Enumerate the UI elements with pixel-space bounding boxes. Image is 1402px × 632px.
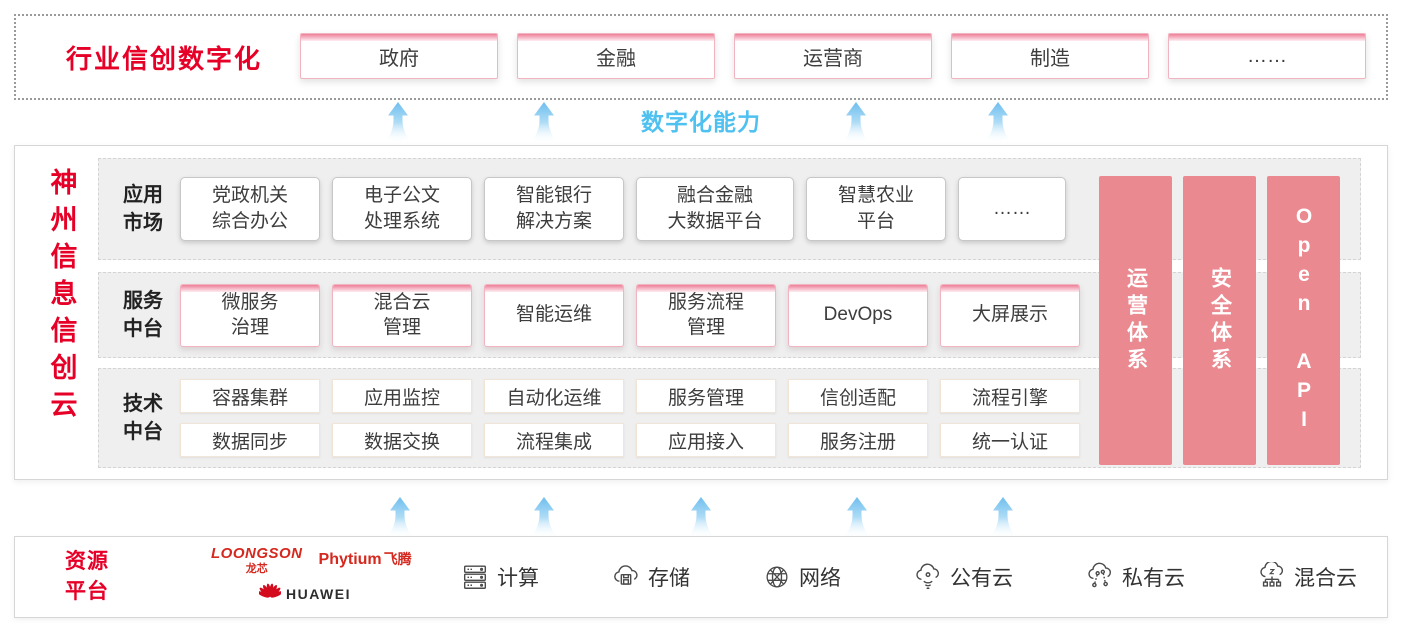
row-label-app-market: 应用 市场 — [123, 184, 163, 234]
industry-band-title: 行业信创数字化 — [66, 43, 263, 74]
resource-label: 存储 — [648, 567, 690, 590]
service-box: DevOps — [788, 284, 928, 347]
service-boxes: 微服务 治理 混合云 管理 智能运维 服务流程 管理 DevOps 大屏展示 — [180, 284, 1080, 347]
loongson-logo: LOONGSON 龙芯 — [211, 545, 303, 576]
up-arrow-icon — [986, 496, 1020, 538]
platform-box: 神州信息信创云 应用 市场 党政机关 综合办公 电子公文 处理系统 智能银行 解… — [14, 145, 1388, 480]
industry-label: …… — [1247, 44, 1287, 67]
resource-label: 公有云 — [950, 567, 1013, 590]
tech-box: 服务管理 — [636, 379, 776, 413]
row-label-service: 服务 中台 — [123, 290, 163, 340]
industry-box-finance: 金融 — [517, 33, 715, 79]
huawei-logo: HUAWEI — [257, 580, 451, 607]
up-arrow-icon — [527, 496, 561, 538]
tech-boxes: 容器集群 应用监控 自动化运维 服务管理 信创适配 流程引擎 数据同步 数据交换… — [180, 379, 1080, 457]
tech-box: 应用接入 — [636, 423, 776, 457]
resource-label: 网络 — [799, 567, 841, 590]
industry-box-more: …… — [1168, 33, 1366, 79]
network-icon — [762, 562, 792, 592]
resource-item-private-cloud: 私有云 — [1085, 562, 1185, 592]
tech-box: 数据交换 — [332, 423, 472, 457]
huawei-flower-icon — [257, 580, 283, 607]
app-box: 智慧农业 平台 — [806, 177, 946, 241]
compute-icon — [460, 562, 490, 592]
phytium-wordmark: Phytium — [318, 551, 382, 568]
row-label-tech: 技术 中台 — [123, 393, 163, 443]
resource-item-public-cloud: 公有云 — [913, 562, 1013, 592]
resource-band-title: 资源 平台 — [65, 549, 109, 603]
industry-box-manufacturing: 制造 — [951, 33, 1149, 79]
industry-boxes: 政府 金融 运营商 制造 …… — [300, 33, 1366, 79]
app-box: 融合金融 大数据平台 — [636, 177, 794, 241]
resource-item-network: 网络 — [762, 562, 841, 592]
tech-box: 统一认证 — [940, 423, 1080, 457]
tech-box: 容器集群 — [180, 379, 320, 413]
platform-title: 神州信息信创云 — [46, 168, 77, 427]
app-box: 电子公文 处理系统 — [332, 177, 472, 241]
tech-box: 流程集成 — [484, 423, 624, 457]
tech-platform-row: 技术 中台 容器集群 应用监控 自动化运维 服务管理 信创适配 流程引擎 数据同… — [98, 368, 1361, 468]
huawei-wordmark: HUAWEI — [286, 585, 351, 602]
up-arrow-icon — [383, 496, 417, 538]
industry-label: 政府 — [379, 47, 419, 70]
capability-label: 数字化能力 — [641, 109, 761, 135]
resource-item-compute: 计算 — [460, 562, 539, 592]
up-arrow-icon — [981, 101, 1015, 143]
app-boxes: 党政机关 综合办公 电子公文 处理系统 智能银行 解决方案 融合金融 大数据平台… — [180, 177, 1066, 241]
loongson-wordmark: LOONGSON — [211, 545, 303, 562]
up-arrow-icon — [840, 496, 874, 538]
industry-band: 行业信创数字化 政府 金融 运营商 制造 …… — [14, 14, 1388, 100]
resource-label: 计算 — [497, 567, 539, 590]
service-box: 大屏展示 — [940, 284, 1080, 347]
resource-items: 计算 存储 — [460, 537, 1357, 617]
resource-label: 混合云 — [1294, 567, 1357, 590]
resource-item-hybrid-cloud: 混合云 — [1257, 562, 1357, 592]
industry-box-government: 政府 — [300, 33, 498, 79]
pillar-operation-system: 运营体系 — [1099, 176, 1172, 465]
tech-box: 自动化运维 — [484, 379, 624, 413]
app-box: 智能银行 解决方案 — [484, 177, 624, 241]
resource-item-storage: 存储 — [611, 562, 690, 592]
up-arrow-icon — [527, 101, 561, 143]
storage-icon — [611, 562, 641, 592]
app-box: 党政机关 综合办公 — [180, 177, 320, 241]
service-box: 智能运维 — [484, 284, 624, 347]
public-cloud-icon — [913, 562, 943, 592]
phytium-cn-label: 飞腾 — [383, 551, 412, 567]
service-box: 混合云 管理 — [332, 284, 472, 347]
tech-box: 流程引擎 — [940, 379, 1080, 413]
pillar-open-api: Open API — [1267, 176, 1340, 465]
service-box: 服务流程 管理 — [636, 284, 776, 347]
industry-label: 金融 — [596, 47, 636, 70]
industry-label: 制造 — [1030, 47, 1070, 70]
tech-box: 应用监控 — [332, 379, 472, 413]
private-cloud-icon — [1085, 562, 1115, 592]
resource-label: 私有云 — [1122, 567, 1185, 590]
tech-box: 数据同步 — [180, 423, 320, 457]
app-box-more: …… — [958, 177, 1066, 241]
tech-box: 信创适配 — [788, 379, 928, 413]
service-box: 微服务 治理 — [180, 284, 320, 347]
industry-label: 运营商 — [803, 47, 863, 70]
loongson-cn-label: 龙芯 — [245, 563, 268, 575]
vendor-logos: LOONGSON 龙芯 Phytium 飞腾 — [211, 545, 451, 607]
phytium-logo: Phytium 飞腾 — [319, 549, 412, 569]
resource-band: 资源 平台 LOONGSON 龙芯 Phytium 飞腾 — [14, 536, 1388, 618]
tech-box: 服务注册 — [788, 423, 928, 457]
industry-box-operator: 运营商 — [734, 33, 932, 79]
up-arrow-icon — [684, 496, 718, 538]
hybrid-cloud-icon — [1257, 562, 1287, 592]
pillar-security-system: 安全体系 — [1183, 176, 1256, 465]
up-arrow-icon — [381, 101, 415, 143]
up-arrow-icon — [839, 101, 873, 143]
